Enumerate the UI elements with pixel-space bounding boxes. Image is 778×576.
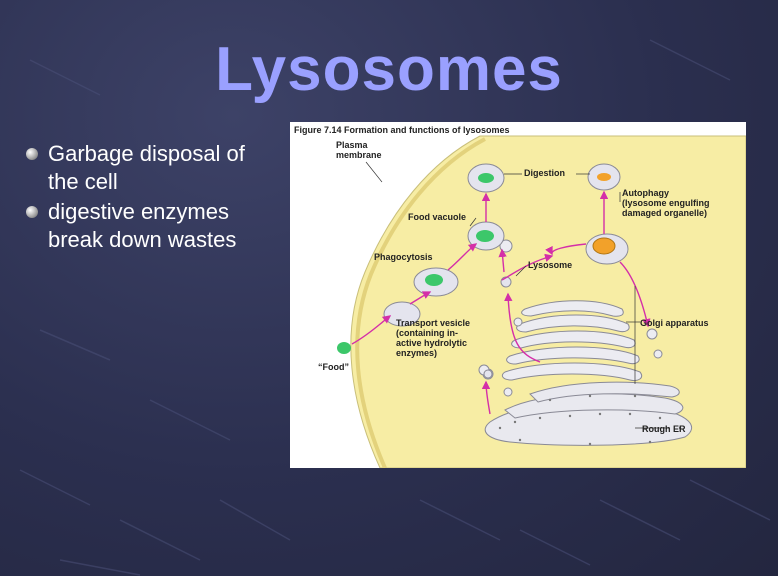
bullet-text-line: digestive enzymes [48, 199, 229, 224]
bullet-text-line: the cell [48, 169, 118, 194]
label-autophagy: Autophagy (lysosome engulfing damaged or… [622, 188, 710, 218]
label-digestion: Digestion [524, 168, 566, 178]
bullet-list: Garbage disposal of the cell digestive e… [26, 140, 288, 256]
label-food: “Food” [318, 362, 349, 372]
label-transport-vesicle: Transport vesicle (containing in- active… [396, 318, 471, 358]
label-golgi-apparatus: Golgi apparatus [640, 318, 709, 328]
label-plasma-membrane: Plasma membrane [336, 140, 382, 160]
bullet-icon [26, 206, 38, 218]
lysosome-diagram: Figure 7.14 Formation and functions of l… [290, 122, 746, 468]
figure-caption: Figure 7.14 Formation and functions of l… [294, 125, 510, 135]
label-rough-er: Rough ER [642, 424, 686, 434]
bullet-text-line: break down wastes [48, 227, 237, 252]
lysosome-diagram-art [337, 135, 746, 468]
slide-title: Lysosomes [215, 35, 563, 104]
bullet-icon [26, 148, 38, 160]
digestion-vesicle [467, 163, 505, 193]
label-lysosome: Lysosome [528, 260, 573, 270]
bullet-text-line: Garbage disposal of [48, 141, 245, 166]
label-food-vacuole: Food vacuole [408, 212, 467, 222]
label-phagocytosis: Phagocytosis [374, 252, 433, 262]
bullet-item: digestive enzymes break down wastes [26, 198, 288, 254]
bullet-item: Garbage disposal of the cell [26, 140, 288, 196]
